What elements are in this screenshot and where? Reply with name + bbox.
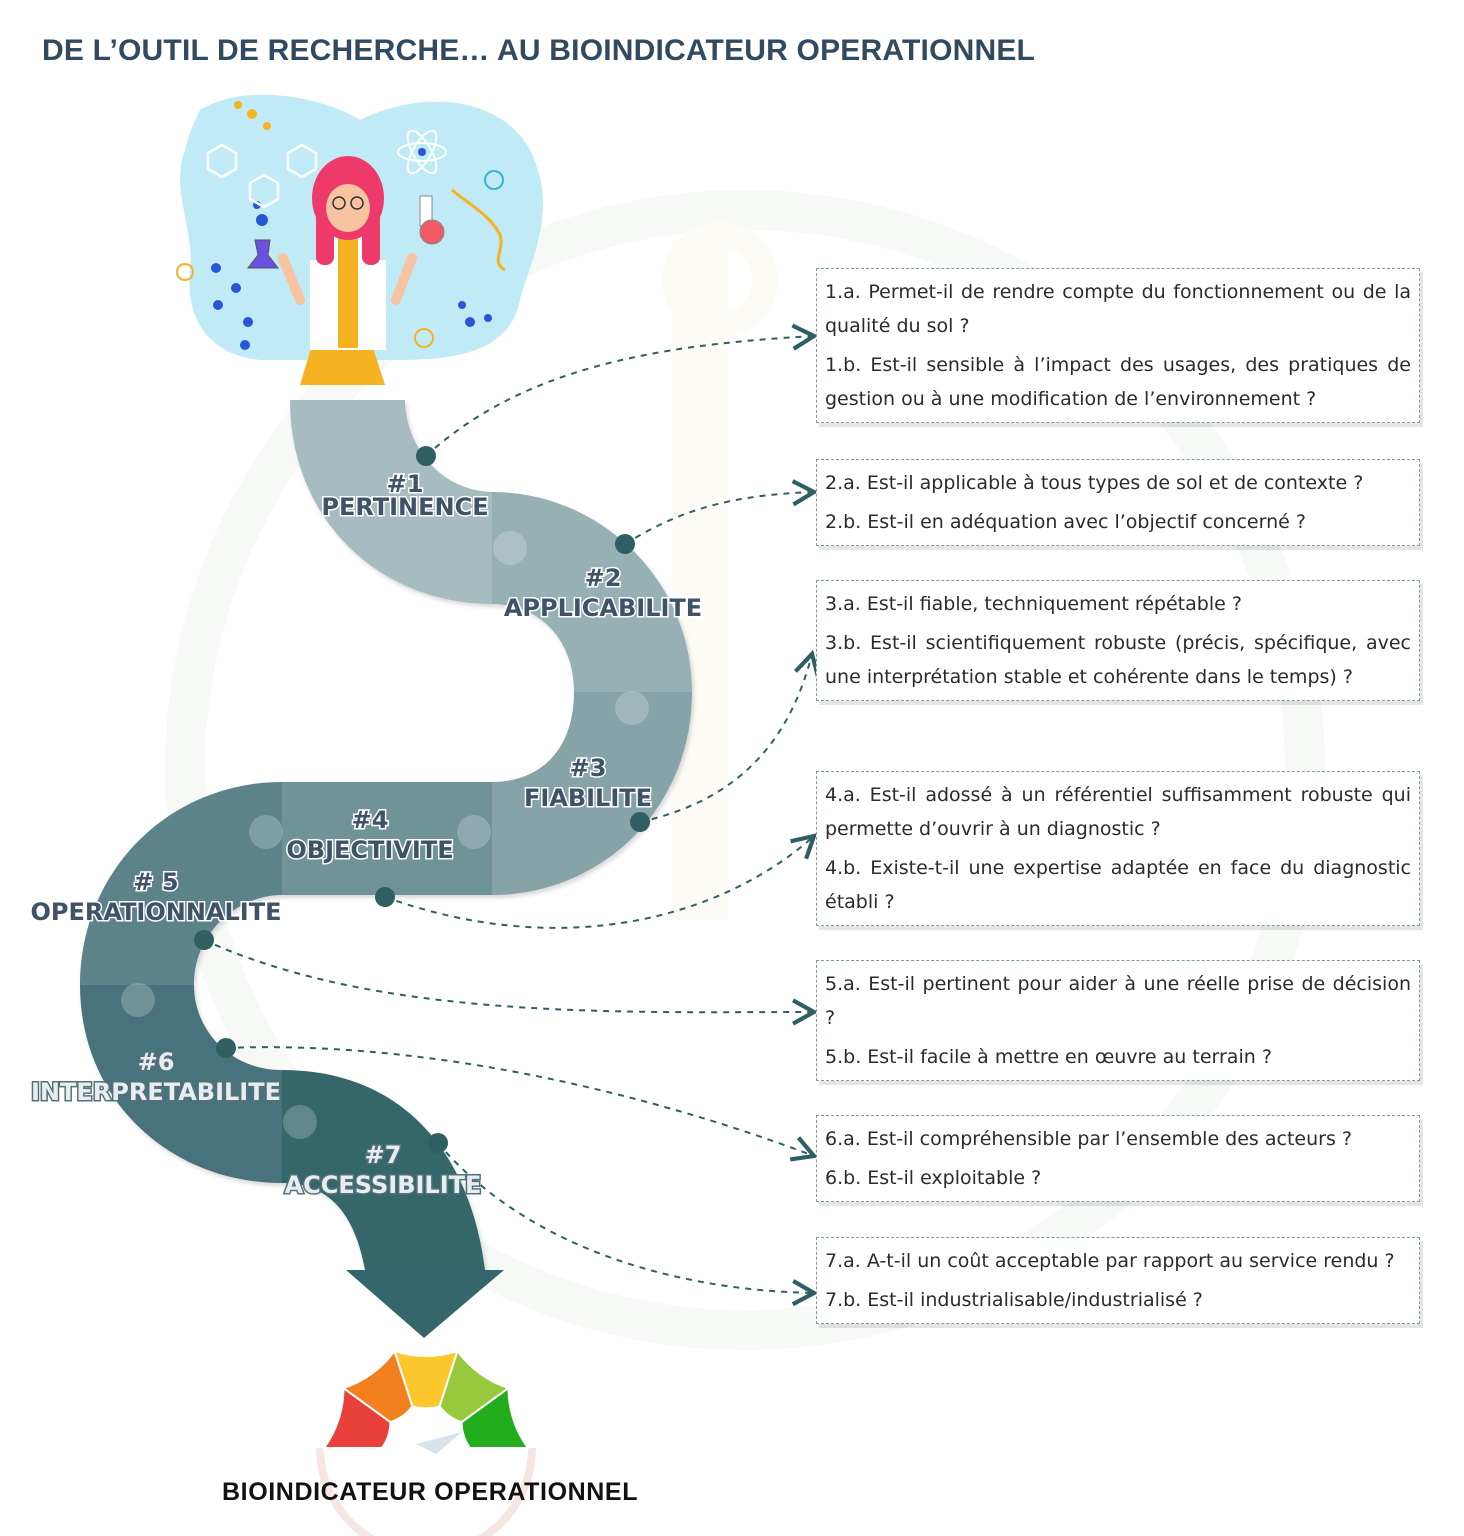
question-1b: 1.b. Est-il sensible à l’impact des usag…	[825, 354, 1411, 410]
question-box-7: 7.a. A-t-il un coût acceptable par rappo…	[816, 1237, 1420, 1324]
road-segment-1	[290, 400, 492, 604]
connector-3	[639, 649, 821, 823]
connector-2	[624, 479, 819, 545]
connector-6	[225, 1046, 819, 1162]
step-2-name: APPLICABILITE	[504, 594, 702, 622]
step-6-number: #6	[138, 1048, 175, 1076]
question-box-1: 1.a. Permet-il de rendre compte du fonct…	[816, 268, 1420, 423]
road-segment-4	[282, 782, 492, 895]
question-box-3: 3.a. Est-il fiable, techniquement répéta…	[816, 580, 1420, 701]
connector-dot-2	[615, 534, 635, 554]
puzzle-knob	[493, 531, 527, 565]
gauge-needle	[416, 1432, 462, 1454]
connector-7	[437, 1142, 819, 1307]
question-7b: 7.b. Est-il industrialisable/industriali…	[825, 1289, 1203, 1311]
question-4b: 4.b. Existe-t-il une expertise adaptée e…	[825, 857, 1411, 913]
step-7-name: ACCESSIBILITE	[285, 1171, 482, 1199]
step-3-number: #3	[570, 754, 607, 782]
question-box-2: 2.a. Est-il applicable à tous types de s…	[816, 459, 1420, 546]
question-3b: 3.b. Est-il scientifiquement robuste (pr…	[825, 632, 1411, 688]
step-4-name: OBJECTIVITE	[286, 836, 453, 864]
background-watermark	[165, 190, 1325, 1350]
connector-dot-1	[416, 446, 436, 466]
question-5a: 5.a. Est-il pertinent pour aider à une r…	[825, 973, 1411, 1029]
step-6-name: INTERPRETABILITE	[31, 1078, 281, 1106]
question-6b: 6.b. Est-il exploitable ?	[825, 1167, 1042, 1189]
step-5-name: OPERATIONNALITE	[30, 898, 281, 926]
connector-4	[384, 833, 818, 929]
question-box-4: 4.a. Est-il adossé à un référentiel suff…	[816, 771, 1420, 926]
gauge-hub	[382, 1448, 470, 1492]
road-segment-7	[282, 1070, 485, 1270]
step-5-number: # 5	[133, 868, 178, 896]
road-segment-3	[492, 692, 692, 895]
step-1-name: PERTINENCE	[321, 493, 488, 521]
question-2b: 2.b. Est-il en adéquation avec l’objecti…	[825, 511, 1306, 533]
connector-1	[425, 323, 819, 457]
puzzle-knob	[457, 815, 491, 849]
connector-dot-6	[216, 1038, 236, 1058]
question-box-6: 6.a. Est-il compréhensible par l’ensembl…	[816, 1115, 1420, 1202]
puzzle-knob	[249, 815, 283, 849]
scientist-with-flasks-icon	[176, 94, 543, 385]
step-1-number: #1	[387, 470, 424, 498]
roadmap-path	[80, 400, 692, 1270]
puzzle-knob	[283, 1105, 317, 1139]
road-segment-5	[80, 782, 282, 985]
connector-lines	[194, 323, 821, 1307]
gauge-sector-5	[460, 1386, 530, 1449]
connector-dot-4	[375, 887, 395, 907]
road-segment-6	[80, 985, 282, 1183]
question-6a: 6.a. Est-il compréhensible par l’ensembl…	[825, 1128, 1352, 1150]
connector-dot-3	[630, 812, 650, 832]
step-2-number: #2	[585, 564, 622, 592]
road-segment-2	[492, 492, 692, 692]
gauge-meter-icon	[316, 1348, 536, 1536]
question-4a: 4.a. Est-il adossé à un référentiel suff…	[825, 784, 1411, 840]
step-7-number: #7	[365, 1141, 402, 1169]
connector-dot-7	[428, 1133, 448, 1153]
question-2a: 2.a. Est-il applicable à tous types de s…	[825, 472, 1364, 494]
step-3-name: FIABILITE	[524, 784, 652, 812]
final-label: BIOINDICATEUR OPERATIONNEL	[222, 1478, 639, 1506]
puzzle-knob	[121, 983, 155, 1017]
step-4-number: #4	[352, 806, 389, 834]
connector-dot-5	[194, 930, 214, 950]
question-3a: 3.a. Est-il fiable, techniquement répéta…	[825, 593, 1242, 615]
down-arrow-icon	[346, 1270, 504, 1338]
puzzle-knob	[615, 691, 649, 725]
connector-5	[203, 939, 819, 1026]
question-box-5: 5.a. Est-il pertinent pour aider à une r…	[816, 960, 1420, 1081]
page-title: DE L’OUTIL DE RECHERCHE… AU BIOINDICATEU…	[42, 34, 1036, 67]
question-5b: 5.b. Est-il facile à mettre en œuvre au …	[825, 1046, 1272, 1068]
question-1a: 1.a. Permet-il de rendre compte du fonct…	[825, 281, 1411, 337]
question-7a: 7.a. A-t-il un coût acceptable par rappo…	[825, 1250, 1395, 1272]
